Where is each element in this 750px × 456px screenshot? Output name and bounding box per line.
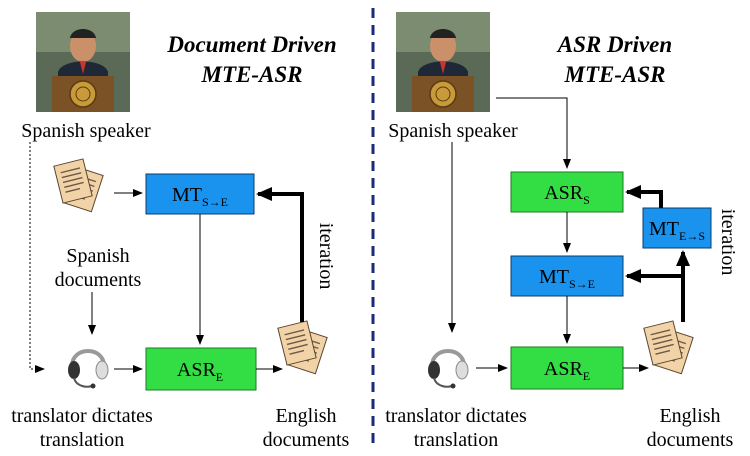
right-translator-label-2: translation [414,429,498,451]
right-translator-label-1: translator dictates [385,405,527,427]
mt-es-box-label: MTE→S [649,218,705,243]
spanish-docs-label-1: Spanish [66,245,129,267]
docs-to-mt-se-iteration-arrow [625,269,685,322]
right-mt-se-box [510,255,624,297]
document-stack-icon [54,159,103,212]
right-speaker-label: Spanish speaker [388,120,518,142]
mt-es-to-asr-s-arrow [625,185,663,208]
headset-icon [66,349,110,391]
right-speaker-photo [395,11,491,113]
left-title-line2: MTE-ASR [201,62,303,87]
english-document-stack-icon [278,321,327,374]
right-asr-e-box-label: ASRE [544,358,590,383]
asr-s-box [510,171,624,213]
mt-se-box [145,173,255,215]
right-english-document-stack-icon [644,321,693,374]
right-english-docs-label-1: English [659,405,720,427]
left-panel: Document Driven MTE-ASR Spanish speaker … [11,11,350,451]
right-headset-icon [426,349,470,391]
mt-se-box-label: MTS→E [172,184,228,209]
left-english-docs-label-2: documents [263,429,350,451]
right-panel: ASR Driven MTE-ASR Spanish speaker ASRS … [385,11,739,451]
right-title-line2: MTE-ASR [564,62,666,87]
left-speaker-label: Spanish speaker [21,120,151,142]
speaker-to-asr-s-arrow [496,97,571,169]
asr-e-box [145,347,257,391]
right-mt-se-box-label: MTS→E [539,266,595,291]
mt-es-box [642,207,712,249]
right-english-docs-label-2: documents [647,429,734,451]
left-translator-label-1: translator dictates [11,405,153,427]
asr-s-box-label: ASRS [544,182,590,207]
spanish-docs-label-2: documents [55,269,142,291]
speaker-to-translator-line [29,142,45,373]
speaker-photo [35,11,131,113]
right-iteration-label: iteration [717,209,739,276]
left-english-docs-label-1: English [275,405,336,427]
right-title-line1: ASR Driven [556,32,672,57]
right-asr-e-box [510,346,624,390]
left-translator-label-2: translation [40,429,124,451]
asr-e-box-label: ASRE [177,359,223,384]
left-iteration-label: iteration [315,223,337,290]
left-title-line1: Document Driven [166,32,336,57]
iteration-arrow [256,187,304,322]
